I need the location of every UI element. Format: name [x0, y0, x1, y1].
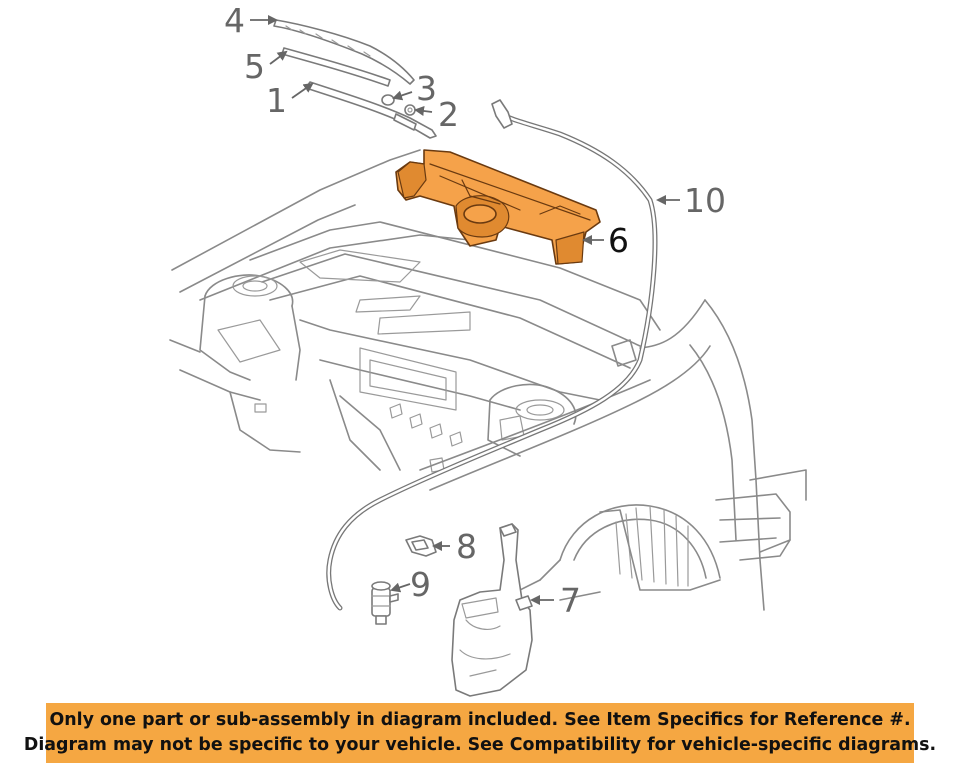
wiper-arm-1 [305, 81, 437, 139]
callout-7: 7 [560, 581, 581, 620]
wiper-blade-5 [281, 47, 391, 87]
wiper-motor-linkage-highlighted [395, 149, 601, 265]
washer-hose [326, 99, 658, 611]
callout-2: 2 [438, 95, 459, 134]
vehicle-body-outline [169, 149, 807, 611]
callout-3: 3 [416, 69, 437, 108]
wiper-cap-3 [381, 94, 395, 106]
wiper-blade-4 [273, 19, 415, 85]
callout-6: 6 [608, 221, 629, 260]
washer-nozzle-8 [405, 535, 437, 557]
callout-9: 9 [410, 565, 431, 604]
callout-8: 8 [456, 527, 477, 566]
wiper-nut-2 [404, 104, 416, 116]
washer-reservoir-7 [451, 523, 533, 697]
washer-pump-9 [371, 581, 399, 625]
disclaimer-banner: Only one part or sub-assembly in diagram… [24, 703, 936, 763]
callout-1: 1 [266, 81, 287, 120]
callout-arrows [250, 15, 680, 605]
callout-4: 4 [224, 1, 245, 40]
disclaimer-line-1: Only one part or sub-assembly in diagram… [49, 710, 911, 730]
disclaimer-line-2: Diagram may not be specific to your vehi… [23, 735, 937, 755]
callout-10: 10 [684, 181, 726, 220]
callout-5: 5 [244, 47, 265, 86]
